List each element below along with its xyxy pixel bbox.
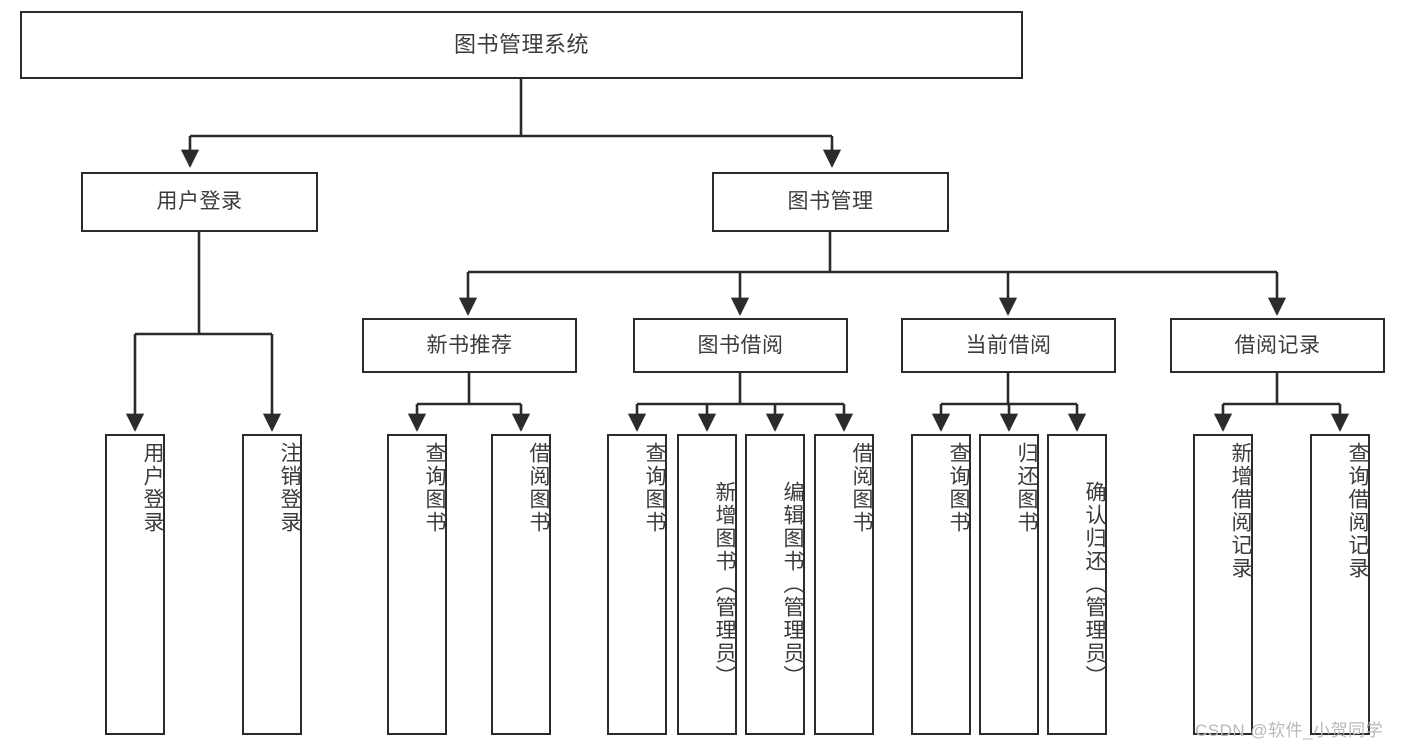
node-leaf-add-book[interactable]: 新增图书（管理员） [677, 434, 737, 735]
node-leaf-user-login[interactable]: 用户登录 [105, 434, 165, 735]
node-leaf-logout-label: 注销登录 [278, 442, 301, 534]
node-leaf-query-book-3-label: 查询图书 [947, 442, 970, 534]
node-leaf-query-book-1[interactable]: 查询图书 [387, 434, 447, 735]
node-leaf-return-book-label: 归还图书 [1015, 442, 1038, 534]
node-root-label: 图书管理系统 [453, 31, 589, 57]
node-leaf-add-record[interactable]: 新增借阅记录 [1193, 434, 1253, 735]
node-leaf-query-book-3[interactable]: 查询图书 [911, 434, 971, 735]
node-current-borrow-label: 当前借阅 [965, 333, 1052, 357]
node-borrow-record-label: 借阅记录 [1234, 333, 1321, 357]
node-book-borrow-label: 图书借阅 [697, 333, 784, 357]
node-book-borrow[interactable]: 图书借阅 [633, 318, 848, 373]
node-leaf-query-book-2[interactable]: 查询图书 [607, 434, 667, 735]
node-leaf-confirm-return[interactable]: 确认归还（管理员） [1047, 434, 1107, 735]
node-book-management[interactable]: 图书管理 [712, 172, 949, 232]
node-leaf-edit-book[interactable]: 编辑图书（管理员） [745, 434, 805, 735]
node-leaf-query-record[interactable]: 查询借阅记录 [1310, 434, 1370, 735]
node-leaf-borrow-book-2-label: 借阅图书 [850, 442, 873, 534]
node-leaf-return-book[interactable]: 归还图书 [979, 434, 1039, 735]
node-new-book-recommend[interactable]: 新书推荐 [362, 318, 577, 373]
node-root[interactable]: 图书管理系统 [20, 11, 1023, 79]
node-book-management-label: 图书管理 [787, 190, 874, 214]
node-user-login[interactable]: 用户登录 [81, 172, 318, 232]
node-new-book-recommend-label: 新书推荐 [426, 333, 513, 357]
node-leaf-add-book-label: 新增图书（管理员） [713, 481, 736, 688]
node-leaf-edit-book-label: 编辑图书（管理员） [781, 481, 804, 688]
node-leaf-user-login-label: 用户登录 [141, 442, 164, 534]
node-user-login-label: 用户登录 [156, 190, 243, 214]
node-leaf-borrow-book-2[interactable]: 借阅图书 [814, 434, 874, 735]
watermark: CSDN @软件_小贺同学 [1195, 721, 1384, 740]
node-leaf-logout[interactable]: 注销登录 [242, 434, 302, 735]
node-leaf-query-book-1-label: 查询图书 [423, 442, 446, 534]
node-leaf-add-record-label: 新增借阅记录 [1229, 442, 1252, 580]
node-borrow-record[interactable]: 借阅记录 [1170, 318, 1385, 373]
node-leaf-confirm-return-label: 确认归还（管理员） [1083, 481, 1106, 688]
node-leaf-query-book-2-label: 查询图书 [643, 442, 666, 534]
node-leaf-borrow-book-1-label: 借阅图书 [527, 442, 550, 534]
node-leaf-borrow-book-1[interactable]: 借阅图书 [491, 434, 551, 735]
node-leaf-query-record-label: 查询借阅记录 [1346, 442, 1369, 580]
node-current-borrow[interactable]: 当前借阅 [901, 318, 1116, 373]
